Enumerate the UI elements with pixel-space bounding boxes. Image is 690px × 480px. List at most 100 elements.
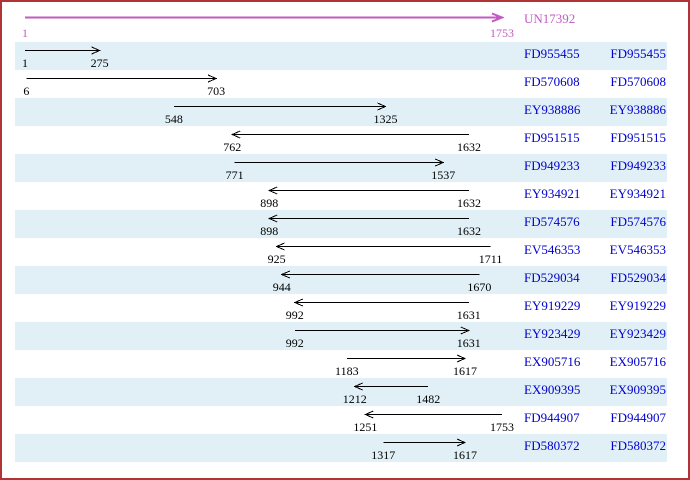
accession-link[interactable]: FD570608 [524,74,580,89]
alignment-end-label: 1617 [452,364,477,378]
alignment-end-label: 1617 [452,448,477,462]
alignment-row: 898 1632 FD574576 FD574576 [2,210,688,238]
alignment-end-label: 1711 [478,252,503,266]
alignment-arrow [230,130,470,139]
accession-link-right[interactable]: FD955455 [610,46,666,61]
alignment-arrow [26,74,218,83]
row-band [15,378,667,406]
alignment-arrow [267,186,470,195]
alignment-row: 925 1711 EV546353 EV546353 [2,238,688,266]
alignment-arrow [173,102,387,111]
accession-link[interactable]: EY938886 [524,102,581,117]
reference-end-label: 1753 [490,26,514,40]
alignment-end-label: 1670 [467,280,492,294]
accession-link[interactable]: EV546353 [524,242,581,257]
alignment-row: 1317 1617 FD580372 FD580372 [2,434,688,462]
accession-link-right[interactable]: FD570608 [610,74,666,89]
alignment-row: 1212 1482 EX909395 EX909395 [2,378,688,406]
accession-link[interactable]: FD529034 [524,270,580,285]
alignment-start-label: 992 [285,336,304,350]
alignment-row: 992 1631 EY923429 EY923429 [2,322,688,350]
alignment-row: 771 1537 FD949233 FD949233 [2,154,688,182]
alignment-end-label: 1632 [457,140,482,154]
alignment-row: 548 1325 EY938886 EY938886 [2,98,688,126]
alignment-start-label: 762 [223,140,242,154]
alignment-arrow [234,158,445,167]
accession-link-right[interactable]: FD944907 [610,410,666,425]
alignment-start-label: 944 [272,280,291,294]
alignment-row: 898 1632 EY934921 EY934921 [2,182,688,210]
alignment-start-label: 6 [23,84,30,98]
alignment-arrow [275,242,491,251]
alignment-end-label: 1753 [490,420,514,434]
accession-link-right[interactable]: EY934921 [609,186,666,201]
alignment-start-label: 925 [267,252,286,266]
alignment-end-label: 1632 [457,196,482,210]
accession-link[interactable]: FD955455 [524,46,580,61]
alignment-arrow [267,214,470,223]
alignment-start-label: 1317 [371,448,396,462]
alignment-start-label: 898 [260,196,279,210]
alignment-end-label: 1631 [456,336,481,350]
row-band [15,42,667,70]
alignment-end-label: 1325 [373,112,398,126]
row-band [15,322,667,350]
row-band [15,210,667,238]
accession-link[interactable]: EX905716 [524,354,581,369]
alignment-arrow [346,354,467,363]
accession-link-right[interactable]: EV546353 [609,242,666,257]
accession-link[interactable]: EY919229 [524,298,581,313]
accession-link-right[interactable]: EY919229 [609,298,666,313]
alignment-arrow [280,270,480,279]
accession-link[interactable]: EY923429 [524,326,581,341]
reference-id-label: UN17392 [524,11,576,26]
alignment-end-label: 1482 [416,392,441,406]
accession-link[interactable]: FD951515 [524,130,580,145]
alignment-start-label: 548 [164,112,183,126]
alignment-row: 944 1670 FD529034 FD529034 [2,266,688,294]
alignment-start-label: 898 [260,224,279,238]
accession-link-right[interactable]: EY923429 [609,326,666,341]
alignment-row: 1 275 FD955455 FD955455 [2,42,688,70]
alignment-end-label: 275 [90,56,109,70]
alignment-end-label: 703 [207,84,226,98]
accession-link-right[interactable]: FD574576 [610,214,666,229]
accession-link-right[interactable]: FD529034 [610,270,666,285]
alignment-start-label: 771 [225,168,244,182]
accession-link-right[interactable]: EX905716 [609,354,666,369]
accession-link[interactable]: FD574576 [524,214,580,229]
alignment-arrow [294,326,471,335]
alignment-row: 6 703 FD570608 FD570608 [2,70,688,98]
alignment-end-label: 1631 [456,308,481,322]
accession-link-right[interactable]: EY938886 [609,102,666,117]
row-band [15,434,667,462]
alignment-start-label: 1212 [342,392,367,406]
accession-link[interactable]: FD944907 [524,410,580,425]
accession-link-right[interactable]: FD580372 [610,438,666,453]
accession-link[interactable]: EY934921 [524,186,581,201]
alignment-arrow [25,46,101,55]
accession-link[interactable]: EX909395 [524,382,581,397]
accession-link[interactable]: FD949233 [524,158,580,173]
accession-link-right[interactable]: EX909395 [609,382,666,397]
alignment-arrow [383,438,467,447]
reference-row: 1 1753 UN17392 [2,2,688,42]
alignment-end-label: 1537 [431,168,456,182]
alignment-end-label: 1632 [457,224,482,238]
reference-arrow [25,12,505,23]
alignment-start-label: 1 [22,56,28,70]
alignment-start-label: 1183 [335,364,359,378]
alignment-rows: 1 275 FD955455 FD955455 6 703 FD570608 FD570608… [2,42,688,462]
alignment-arrow [364,410,502,419]
accession-link-right[interactable]: FD951515 [610,130,666,145]
alignment-arrow [353,382,429,391]
row-band [15,154,667,182]
accession-link-right[interactable]: FD949233 [610,158,666,173]
accession-link[interactable]: FD580372 [524,438,580,453]
alignment-row: 1251 1753 FD944907 FD944907 [2,406,688,434]
alignment-row: 762 1632 FD951515 FD951515 [2,126,688,154]
row-band [15,98,667,126]
alignment-start-label: 1251 [353,420,378,434]
